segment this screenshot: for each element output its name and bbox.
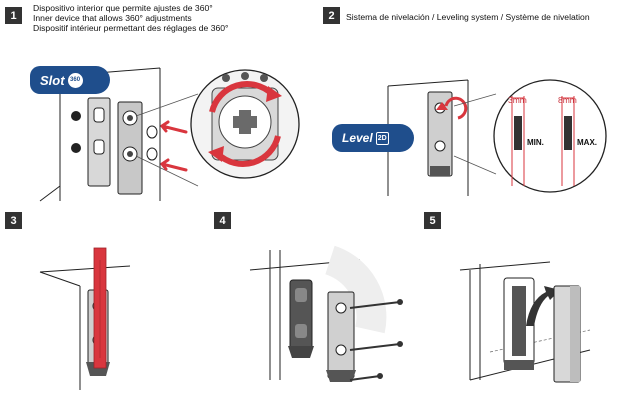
gap-min-label: MIN. <box>527 138 544 147</box>
level-2d-logo: Level 2D <box>332 124 414 152</box>
gap-min-value: 3mm <box>508 95 527 105</box>
step-1-number: 1 <box>5 7 22 24</box>
step-1-caption-fr: Dispositif intérieur permettant des régl… <box>33 23 229 33</box>
step-3-number: 3 <box>5 212 22 229</box>
step-2-number: 2 <box>323 7 340 24</box>
step-5-illustration <box>420 230 635 409</box>
slot-360-logo: Slot 360 <box>30 66 110 94</box>
step-2-illustration: 3mm 8mm MIN. MAX. Level 2D <box>318 36 635 206</box>
step-1-caption-es: Dispositivo interior que permite ajustes… <box>33 3 213 13</box>
step-1-caption-en: Inner device that allows 360° adjustment… <box>33 13 192 23</box>
step-4-illustration <box>210 230 420 409</box>
step-2-caption: Sistema de nivelación / Leveling system … <box>346 12 590 22</box>
level-logo-mark: 2D <box>375 131 389 145</box>
slot-logo-text: Slot <box>40 72 65 88</box>
gap-max-label: MAX. <box>577 138 597 147</box>
step-3-illustration <box>0 230 200 409</box>
gap-max-value: 8mm <box>558 95 577 105</box>
step-4-number: 4 <box>214 212 231 229</box>
level-logo-text: Level <box>342 131 373 145</box>
step-5-number: 5 <box>424 212 441 229</box>
slot-logo-mark: 360 <box>67 72 83 88</box>
step-1-illustration: Slot 360 <box>0 36 310 206</box>
